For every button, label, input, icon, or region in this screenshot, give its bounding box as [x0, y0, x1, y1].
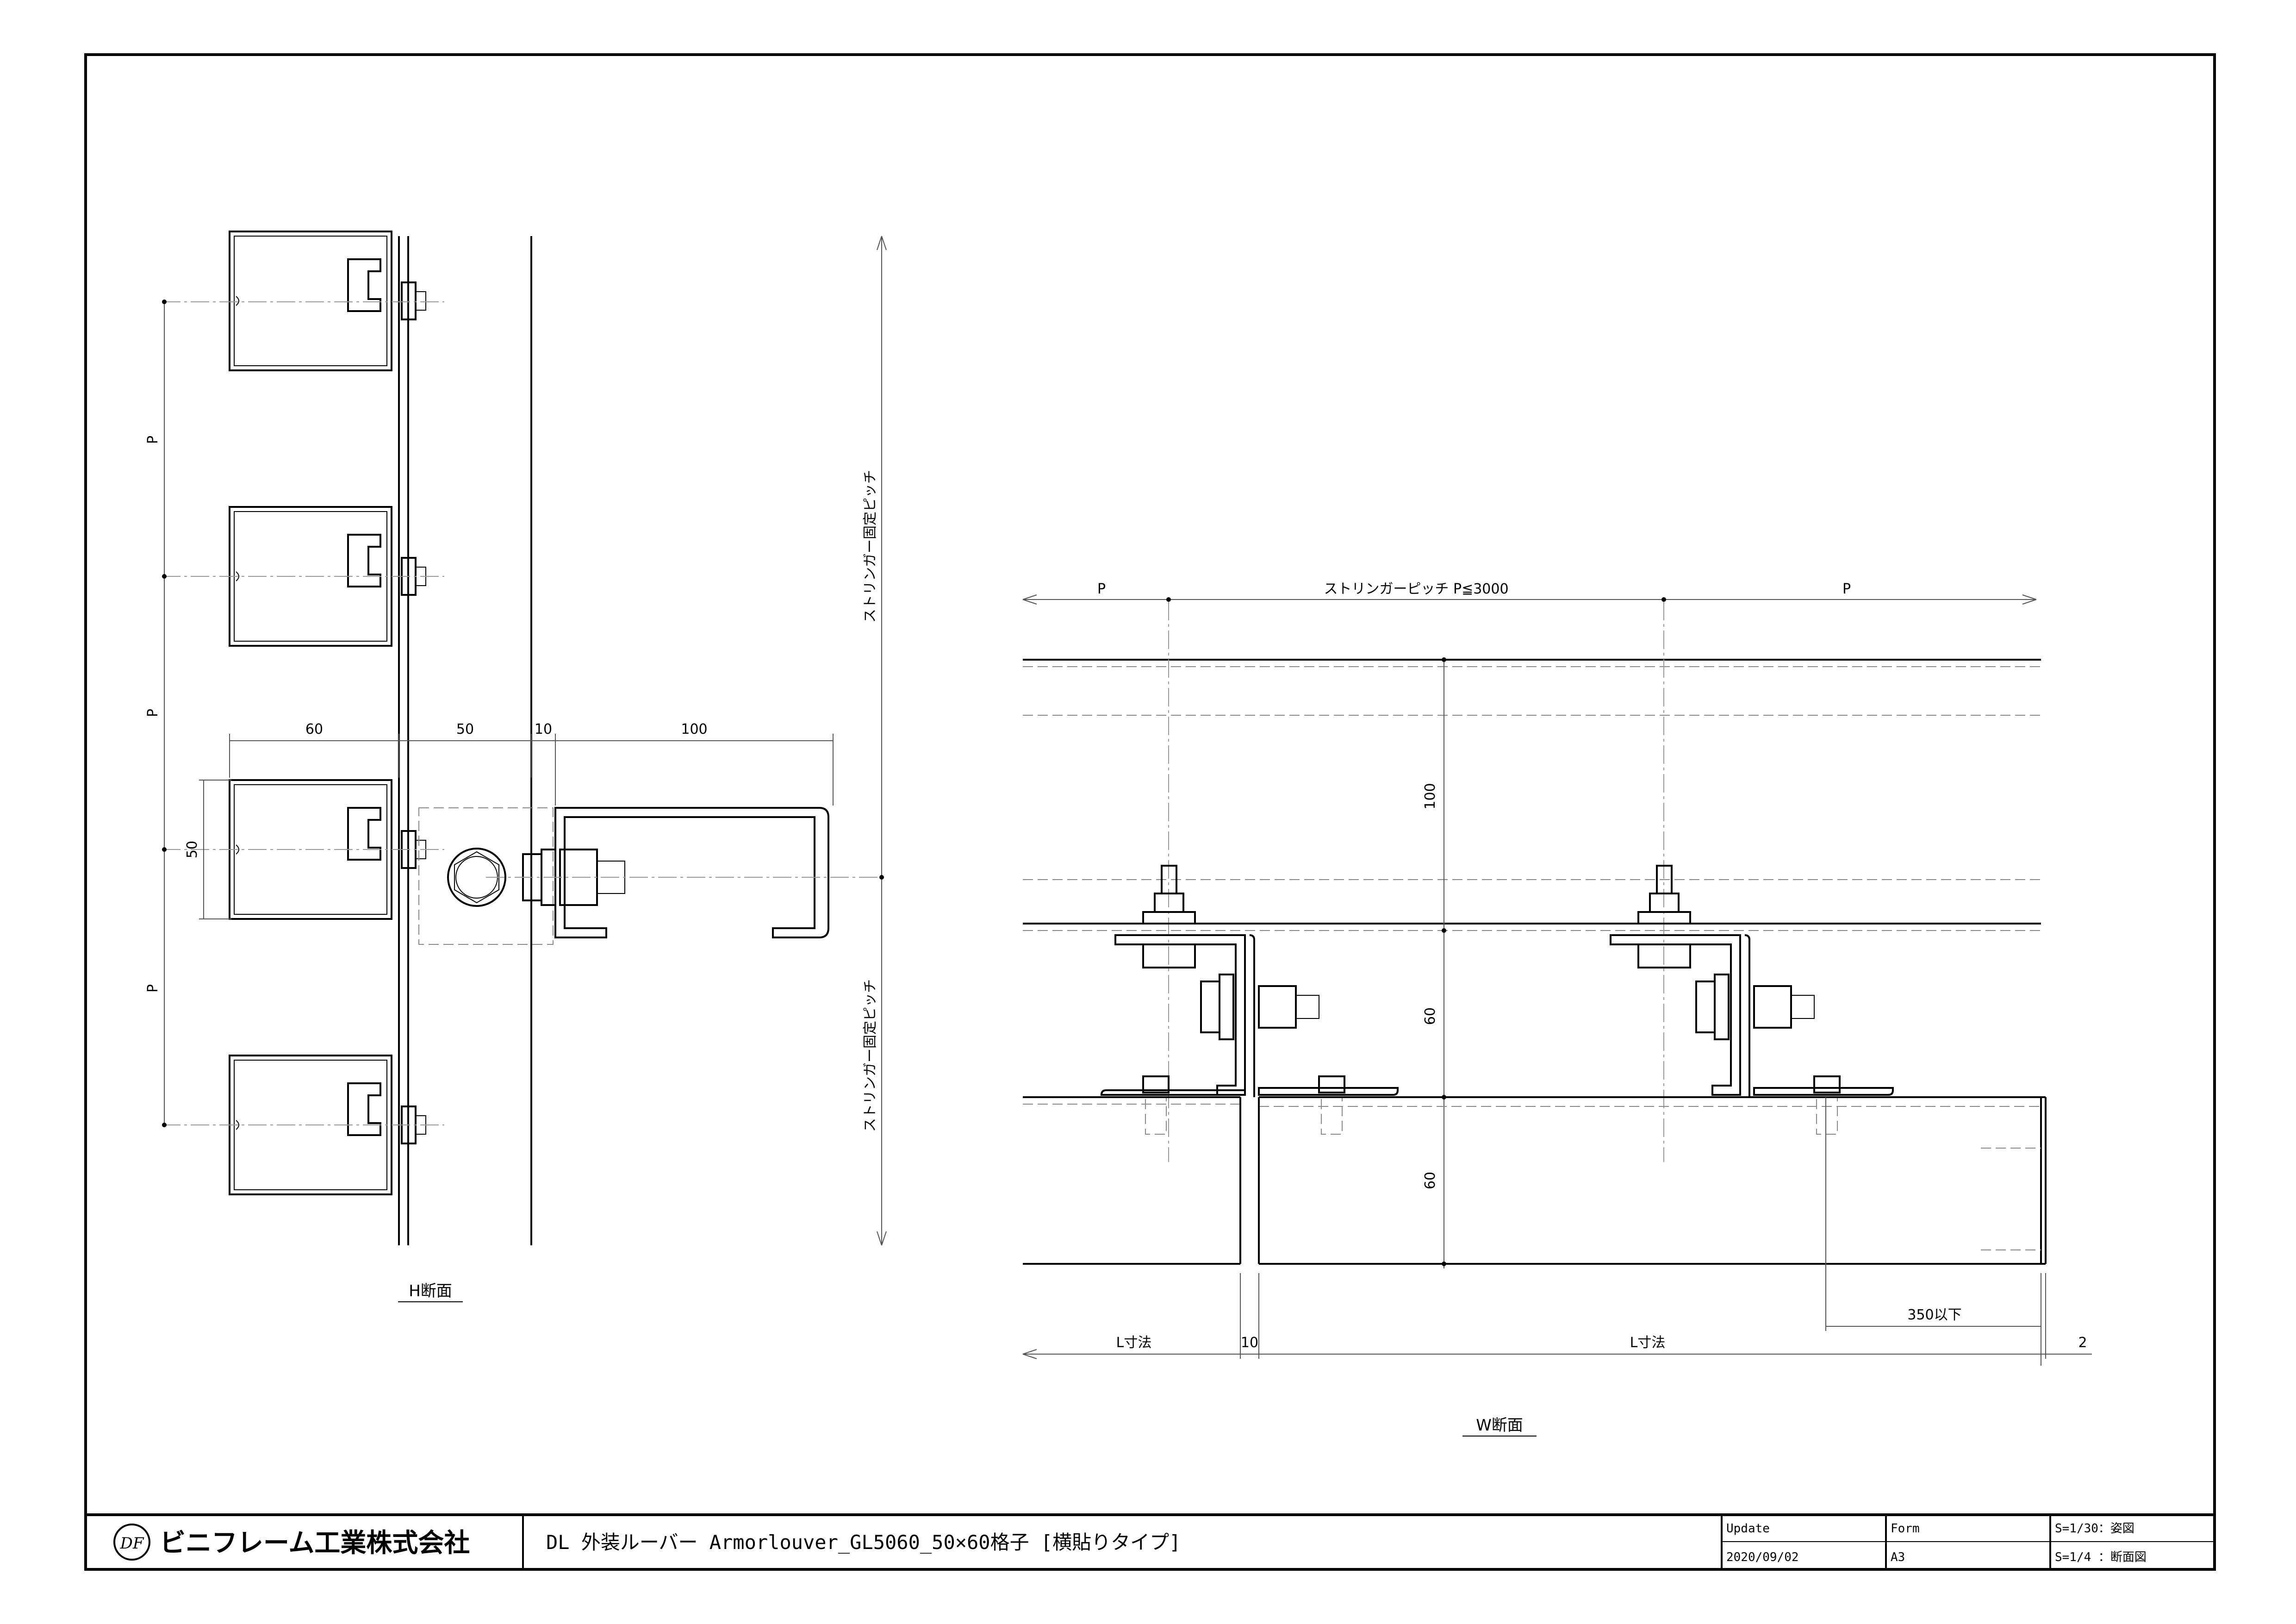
- stringer-bracket-right: [1610, 865, 1894, 1135]
- lower-louver-members: [1023, 1096, 2047, 1265]
- dim-h-50: 50: [184, 841, 200, 858]
- scale-elevation: S=1/30：姿図: [2055, 1522, 2134, 1536]
- dim-10-w: 10: [1241, 1335, 1258, 1351]
- title-block: DF ビニフレーム工業株式会社 DL 外装ルーバー Armorlouver_GL…: [86, 1513, 2215, 1569]
- dim-l-right: L寸法: [1630, 1335, 1666, 1351]
- form-value: A3: [1891, 1550, 1905, 1564]
- dim-2: 2: [2078, 1335, 2087, 1351]
- drawing-title: DL 外装ルーバー Armorlouver_GL5060_50×60格子 [横貼…: [546, 1531, 1181, 1554]
- dim-100: 100: [681, 721, 707, 737]
- dim-p-2: P: [145, 709, 161, 717]
- update-value: 2020/09/02: [1726, 1550, 1799, 1564]
- company-logo: DF: [113, 1524, 150, 1561]
- dim-h-60-b: 60: [1422, 1172, 1438, 1189]
- stringer-pitch-label-bottom: ストリンガー固定ピッチ: [862, 979, 878, 1132]
- update-label: Update: [1726, 1522, 1770, 1536]
- dim-350: 350以下: [1907, 1307, 1961, 1323]
- company-name: ビニフレーム工業株式会社: [160, 1528, 470, 1558]
- dim-50: 50: [456, 721, 474, 737]
- form-label: Form: [1891, 1522, 1920, 1536]
- dim-p-right: P: [1842, 581, 1851, 597]
- stringer-pitch-label-top: ストリンガー固定ピッチ: [862, 470, 878, 623]
- dim-h-60-a: 60: [1422, 1007, 1438, 1025]
- dim-stringer-pitch: ストリンガーピッチ P≦3000: [1324, 581, 1508, 597]
- sheet-border: [84, 53, 2216, 1571]
- dim-60: 60: [305, 721, 323, 737]
- dim-10: 10: [535, 721, 552, 737]
- w-section-view: P ストリンガーピッチ P≦3000 P 100 60 60: [1022, 581, 2092, 1437]
- h-section-view: P P P 50 60 50 10 100 ストリンガー固定ピッチ ストリンガー…: [145, 231, 887, 1302]
- dim-l-left: L寸法: [1116, 1335, 1152, 1351]
- logo-mark: DF: [120, 1534, 144, 1553]
- dim-p-3: P: [145, 984, 161, 993]
- dim-p-left: P: [1097, 581, 1106, 597]
- stringer-bracket: [418, 807, 829, 945]
- stringer-bracket-left: [1100, 865, 1399, 1135]
- w-section-caption: W断面: [1476, 1416, 1523, 1435]
- h-section-caption: H断面: [409, 1282, 452, 1300]
- dim-h-100: 100: [1422, 783, 1438, 809]
- louver-profile-1: [229, 231, 426, 371]
- dim-p-1: P: [145, 436, 161, 444]
- scale-section: S=1/4 ：断面図: [2055, 1550, 2147, 1564]
